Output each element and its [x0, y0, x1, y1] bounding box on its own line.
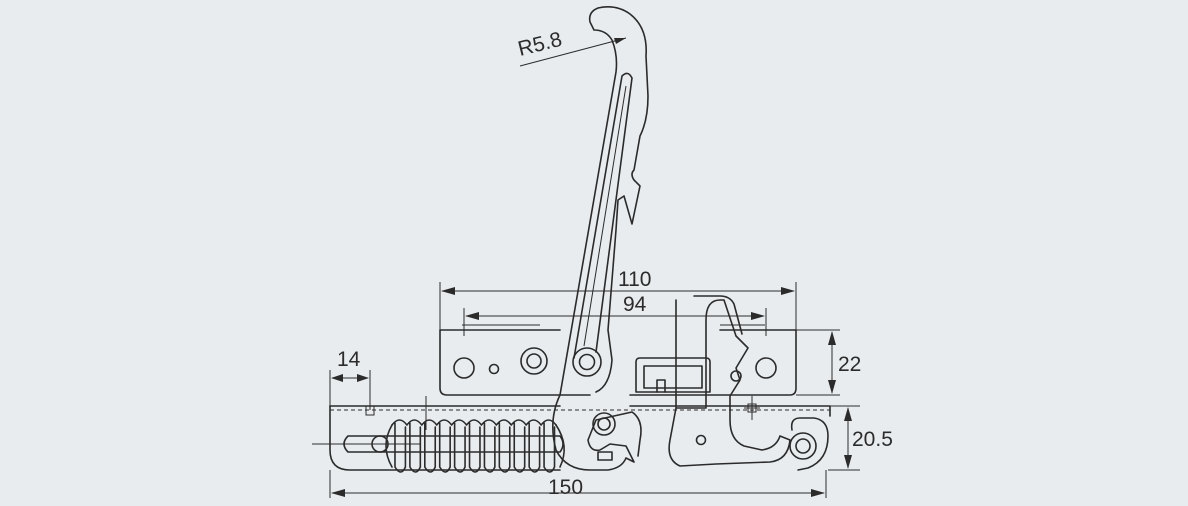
link-hole-inner [597, 417, 611, 431]
plate-hole-right [755, 357, 777, 379]
catch-hole [695, 434, 707, 446]
plate-hole-left [453, 357, 475, 379]
rivet-outer [520, 347, 548, 375]
rivet-inner [526, 353, 542, 369]
dim-label-14: 14 [337, 348, 361, 371]
plate-hole-small [488, 363, 500, 375]
spring-end-right [555, 424, 565, 468]
upper-mounting-plate [439, 324, 797, 396]
dim-label-22: 22 [838, 353, 861, 376]
lower-body [312, 394, 831, 471]
dim-label-20-5: 20.5 [852, 428, 893, 451]
arm-pivot-outer [572, 347, 602, 377]
dim-label-94: 94 [623, 293, 647, 316]
dim-label-110: 110 [618, 268, 651, 291]
catch-pin [730, 370, 742, 382]
link-hole-outer [592, 412, 616, 436]
roller-inner [795, 438, 811, 454]
spring-end-left [385, 424, 393, 468]
arm-pivot-inner [578, 353, 596, 371]
right-catch [668, 295, 829, 471]
tension-spring [385, 419, 565, 473]
dim-label-150: 150 [548, 476, 583, 499]
dimension-lines [329, 37, 860, 498]
roller-outer [789, 432, 817, 460]
hook-arm [559, 6, 649, 396]
spring-coils [391, 419, 557, 473]
